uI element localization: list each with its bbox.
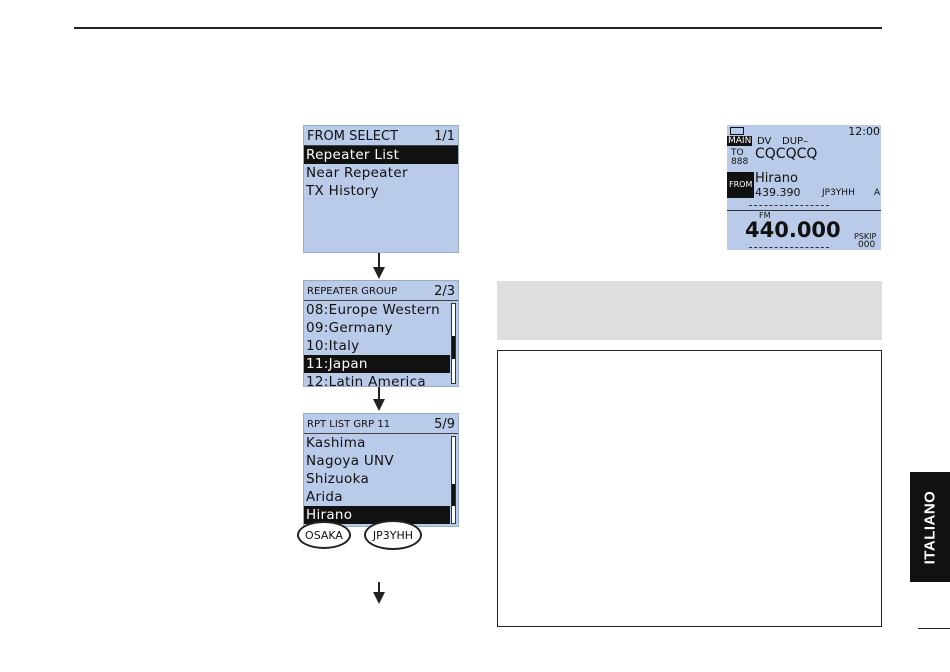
screen-title: FROM SELECT — [307, 129, 399, 144]
list-item[interactable]: Hirano — [304, 506, 450, 524]
list-item[interactable]: 10:Italy — [306, 338, 360, 354]
battery-icon — [730, 127, 744, 135]
pskip-label: PSKIP — [854, 232, 877, 241]
screen-page: 5/9 — [434, 417, 455, 432]
from-frequency: 439.390 — [755, 186, 801, 199]
screen-title: REPEATER GROUP — [307, 286, 398, 297]
screen-header: RPT LIST GRP 11 5/9 — [304, 414, 458, 434]
main-label: MAIN — [727, 136, 753, 146]
mode-label: DV — [757, 136, 772, 147]
list-item[interactable]: 12:Latin America — [306, 374, 426, 387]
scale-line — [749, 205, 829, 206]
list-item[interactable]: Repeater List — [304, 146, 458, 164]
scale-line — [749, 247, 829, 248]
list-item[interactable]: 08:Europe Western — [306, 302, 440, 318]
from-callsign: JP3YHH — [822, 188, 855, 198]
list-item[interactable]: 09:Germany — [306, 320, 393, 336]
screen-header: REPEATER GROUP 2/3 — [304, 281, 458, 301]
screen-title: RPT LIST GRP 11 — [307, 419, 391, 430]
from-label: FROM — [727, 172, 755, 198]
scrollbar[interactable] — [451, 436, 456, 524]
list-item[interactable]: TX History — [306, 183, 379, 199]
rpt-list-screen: RPT LIST GRP 11 5/9 Kashima Nagoya UNV S… — [303, 413, 459, 527]
language-tab: ITALIANO — [910, 472, 950, 582]
list-item[interactable]: Near Repeater — [306, 165, 408, 181]
list-item[interactable]: Kashima — [306, 435, 366, 451]
screen-page: 2/3 — [434, 284, 455, 299]
list-item[interactable]: Nagoya UNV — [306, 453, 394, 469]
scrollbar[interactable] — [451, 303, 456, 384]
language-tab-label: ITALIANO — [921, 490, 939, 564]
repeater-group-screen: REPEATER GROUP 2/3 08:Europe Western 09:… — [303, 280, 459, 387]
note-box — [497, 281, 882, 340]
top-rule — [74, 27, 882, 29]
from-name: Hirano — [755, 171, 798, 186]
main-frequency: 440.000 — [745, 218, 841, 242]
bottom-rule — [918, 628, 950, 629]
screen-header: FROM SELECT 1/1 — [304, 126, 458, 146]
to-label: TO — [731, 148, 744, 158]
callout-oval: JP3YHH — [364, 520, 422, 550]
memory-channel: 000 — [858, 240, 876, 250]
menu-list: 08:Europe Western 09:Germany 10:Italy 11… — [304, 301, 450, 387]
fm-label: FM — [759, 211, 771, 220]
from-suffix: A — [874, 188, 881, 198]
menu-list: Kashima Nagoya UNV Shizuoka Arida Hirano — [304, 434, 450, 524]
to-icon: 888 — [731, 157, 749, 167]
clock: 12:00 — [848, 125, 880, 138]
screen-page: 1/1 — [434, 129, 455, 144]
from-select-screen: FROM SELECT 1/1 Repeater List Near Repea… — [303, 125, 459, 253]
callout-oval: OSAKA — [297, 521, 351, 549]
to-value: CQCQCQ — [755, 146, 818, 162]
list-item[interactable]: Shizuoka — [306, 471, 370, 487]
dup-label: DUP– — [782, 136, 809, 147]
menu-list: Repeater List Near Repeater TX History — [304, 146, 458, 200]
divider — [727, 210, 881, 211]
list-item[interactable]: 11:Japan — [304, 355, 450, 373]
info-box — [497, 350, 882, 627]
transceiver-display: 12:00 MAIN DV DUP– TO CQCQCQ 888 FROM Hi… — [727, 125, 881, 250]
list-item[interactable]: Arida — [306, 489, 343, 505]
